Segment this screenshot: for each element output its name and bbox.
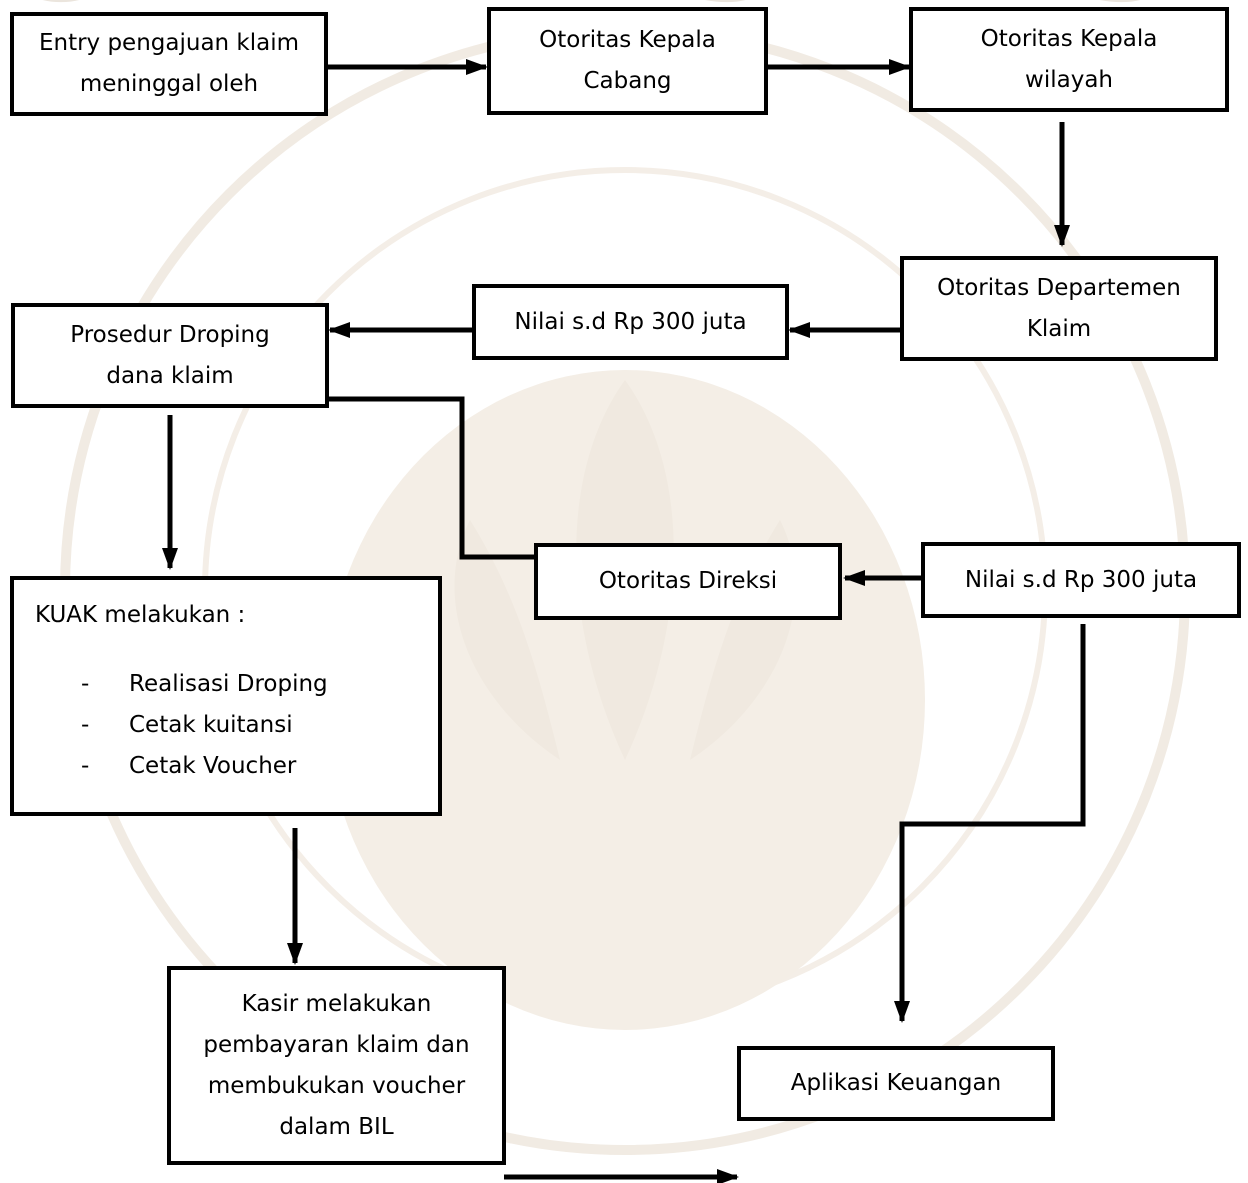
node-otoritas-kepala-wilayah: Otoritas Kepala wilayah [909,7,1229,112]
node-prosedur-droping-line-2: dana klaim [106,362,234,389]
line-prosedur-to-direksi [328,396,534,560]
node-aplikasi-keuangan-text: Aplikasi Keuangan [790,1070,1002,1096]
node-nilai-1-text: Nilai s.d Rp 300 juta [514,308,747,335]
arrow-nilai-2-to-aplikasi [894,624,1086,1023]
kuak-task-list: -Realisasi Droping -Cetak kuitansi -Ceta… [81,664,328,787]
node-kuak-title: KUAK melakukan : [35,602,246,628]
node-prosedur-droping: Prosedur Droping dana klaim [11,303,329,408]
node-kepala-cabang-line-2: Cabang [583,68,672,94]
node-nilai-2-text: Nilai s.d Rp 300 juta [964,566,1198,593]
node-nilai-300-juta-2: Nilai s.d Rp 300 juta [921,542,1241,618]
node-kepala-wilayah-line-1: Otoritas Kepala [980,25,1158,52]
node-departemen-klaim-line-1: Otoritas Departemen [937,274,1181,301]
node-kasir-melakukan: Kasir melakukan pembayaran klaim dan mem… [167,966,506,1165]
kuak-task-item: -Cetak Voucher [81,753,297,779]
kuak-task-item: -Realisasi Droping [81,671,328,697]
node-entry-klaim-line-1: Entry pengajuan klaim [38,30,300,56]
node-entry-klaim: Entry pengajuan klaim meninggal oleh [10,12,328,116]
kuak-task-item: -Cetak kuitansi [81,712,293,738]
node-kasir-line-1: Kasir melakukan [241,990,432,1017]
node-otoritas-direksi: Otoritas Direksi [534,543,842,620]
node-otoritas-departemen-klaim: Otoritas Departemen Klaim [900,256,1218,361]
node-kasir-line-4: dalam BIL [279,1113,394,1140]
node-otoritas-direksi-text: Otoritas Direksi [598,568,778,594]
node-nilai-300-juta-1: Nilai s.d Rp 300 juta [472,284,789,360]
node-kuak-melakukan: KUAK melakukan : -Realisasi Droping -Cet… [10,576,442,816]
node-departemen-klaim-line-2: Klaim [1026,315,1092,342]
node-aplikasi-keuangan: Aplikasi Keuangan [737,1046,1055,1121]
node-otoritas-kepala-cabang: Otoritas Kepala Cabang [487,7,768,115]
node-entry-klaim-line-2: meninggal oleh [79,71,259,97]
node-kepala-wilayah-line-2: wilayah [1025,66,1113,93]
node-prosedur-droping-line-1: Prosedur Droping [70,321,270,348]
node-kasir-line-2: pembayaran klaim dan [203,1031,470,1058]
node-kasir-line-3: membukukan voucher [207,1072,466,1099]
node-kepala-cabang-line-1: Otoritas Kepala [539,27,716,53]
